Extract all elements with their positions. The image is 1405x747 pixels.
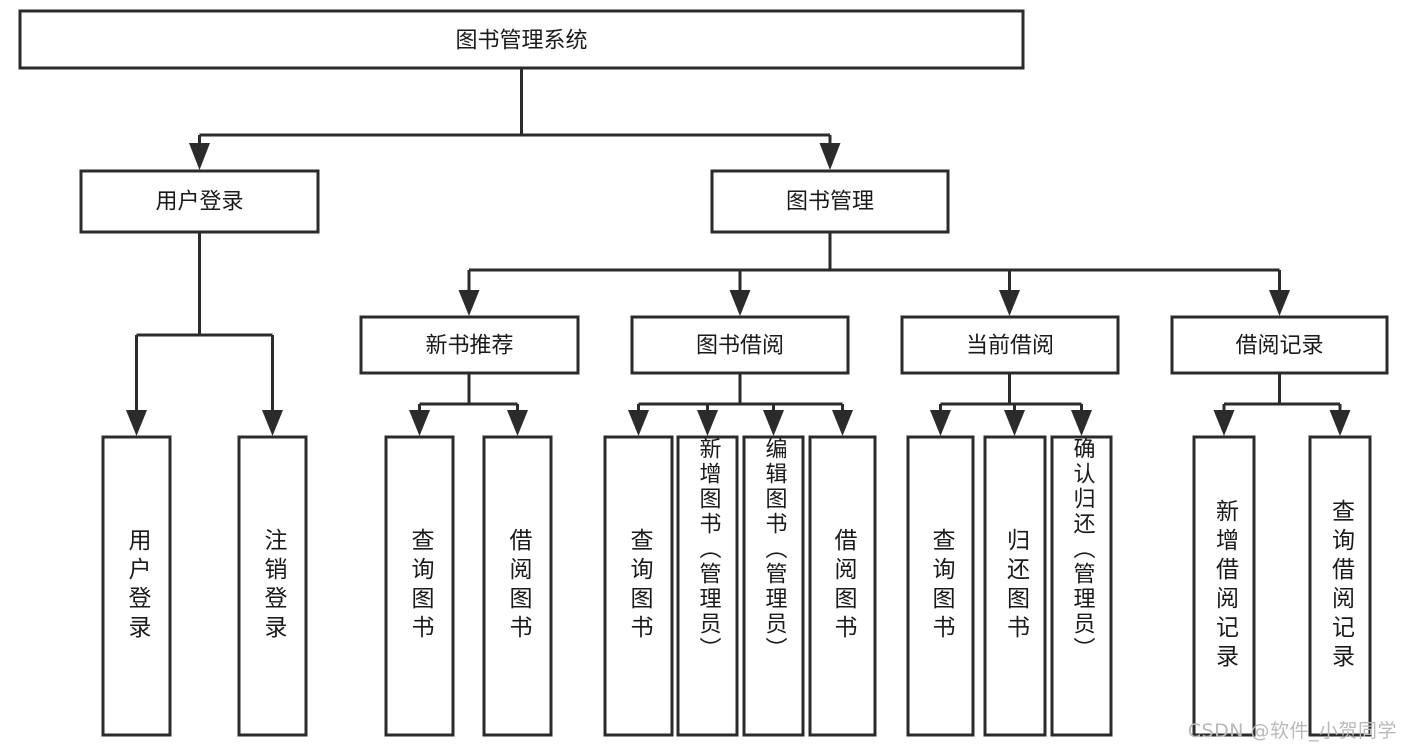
- arrow-head-leaf-borrow-book-2: [832, 410, 853, 436]
- arrow-head-book-manage: [819, 143, 841, 170]
- node-user-login[interactable]: [79, 169, 320, 234]
- arrow-head-book-borrow: [729, 290, 751, 316]
- node-user-login-label: 用户登录: [155, 190, 243, 215]
- node-new-book-recommend-label: 新书推荐: [425, 334, 513, 359]
- arrow-head-leaf-user-logout: [262, 410, 283, 436]
- node-current-borrow-label: 当前借阅: [966, 334, 1054, 359]
- node-leaf-user-login[interactable]: [101, 435, 172, 737]
- arrow-head-leaf-add-book: [697, 410, 718, 436]
- node-new-book-recommend[interactable]: [359, 315, 580, 375]
- arrow-head-leaf-return-book: [1004, 410, 1025, 436]
- arrow-head-leaf-confirm-return: [1071, 410, 1092, 436]
- node-current-borrow[interactable]: [900, 315, 1120, 375]
- node-layer: 图书管理系统 用户登录 图书管理 新书推荐 图书借阅 当前借阅 借阅记录: [18, 9, 1389, 737]
- arrow-head-leaf-query-book-1: [409, 410, 430, 436]
- arrow-head-leaf-user-login: [126, 410, 147, 436]
- node-leaf-add-record[interactable]: [1192, 435, 1256, 737]
- node-leaf-query-book-3[interactable]: [906, 435, 975, 737]
- node-leaf-user-logout[interactable]: [237, 435, 308, 737]
- node-leaf-confirm-return[interactable]: [1050, 435, 1113, 737]
- csdn-watermark: CSDN @软件_小贺同学: [1187, 720, 1397, 742]
- node-leaf-borrow-book-2[interactable]: [808, 435, 877, 737]
- node-leaf-edit-book[interactable]: [742, 435, 805, 737]
- arrow-head-leaf-edit-book: [763, 410, 784, 436]
- arrow-head-leaf-query-record: [1329, 410, 1351, 436]
- node-book-borrow[interactable]: [630, 315, 850, 375]
- node-leaf-query-record[interactable]: [1308, 435, 1372, 737]
- arrow-head-new-book-recommend: [458, 290, 480, 316]
- node-book-manage[interactable]: [710, 169, 950, 234]
- connector-layer: [126, 68, 1351, 436]
- node-leaf-query-book-2[interactable]: [603, 435, 674, 737]
- node-leaf-add-book[interactable]: [676, 435, 739, 737]
- arrow-head-user-login: [189, 143, 210, 170]
- arrow-head-leaf-query-book-3: [930, 410, 951, 436]
- node-root-label: 图书管理系统: [455, 29, 587, 54]
- node-book-borrow-label: 图书借阅: [696, 334, 784, 359]
- node-root[interactable]: [18, 9, 1025, 70]
- node-borrow-record[interactable]: [1170, 315, 1389, 375]
- node-leaf-borrow-book-1[interactable]: [482, 435, 553, 737]
- node-borrow-record-label: 借阅记录: [1235, 334, 1323, 359]
- arrow-head-leaf-add-record: [1213, 410, 1235, 436]
- arrow-head-borrow-record: [1269, 290, 1290, 316]
- arrow-head-current-borrow: [999, 290, 1020, 316]
- arrow-head-leaf-borrow-book-1: [507, 410, 528, 436]
- node-leaf-return-book[interactable]: [983, 435, 1047, 737]
- arrow-head-leaf-query-book-2: [628, 410, 649, 436]
- node-book-manage-label: 图书管理: [786, 190, 874, 215]
- node-leaf-query-book-1[interactable]: [384, 435, 455, 737]
